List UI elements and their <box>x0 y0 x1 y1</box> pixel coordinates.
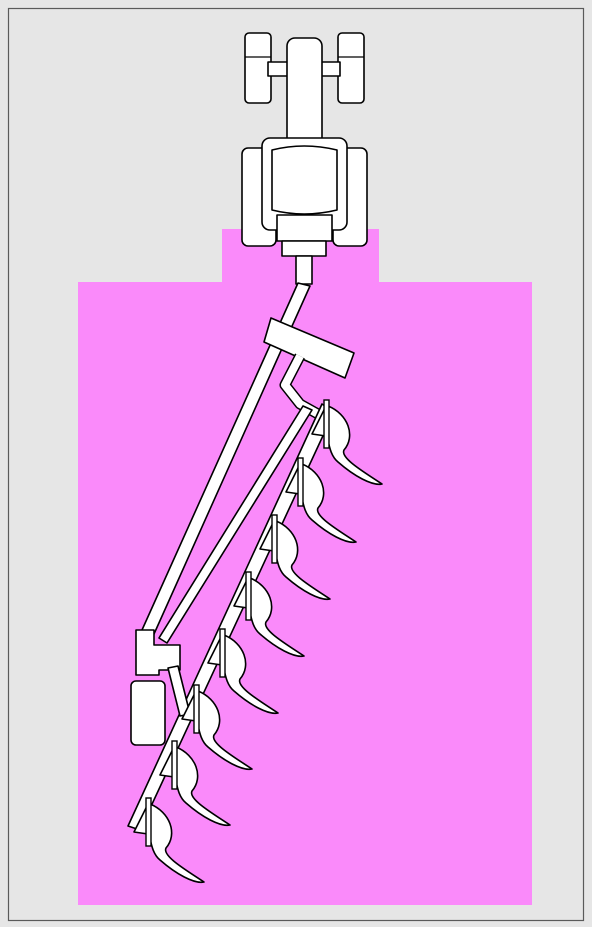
hitch-link <box>295 255 313 285</box>
tractor-hood <box>286 37 323 149</box>
cab-roof <box>271 145 338 215</box>
front-left-wheel <box>244 32 272 104</box>
front-right-wheel <box>337 32 365 104</box>
drawbar-plate <box>263 317 355 379</box>
plough-frame <box>127 282 355 831</box>
frame-border <box>7 7 585 922</box>
tractor-icon <box>241 32 368 285</box>
hitch-plate <box>276 214 333 242</box>
three-point-hitch <box>281 240 327 257</box>
turnover-bracket <box>135 629 181 676</box>
work-zone-area <box>78 229 532 905</box>
secondary-beam <box>158 405 313 644</box>
depth-wheel <box>130 680 166 746</box>
